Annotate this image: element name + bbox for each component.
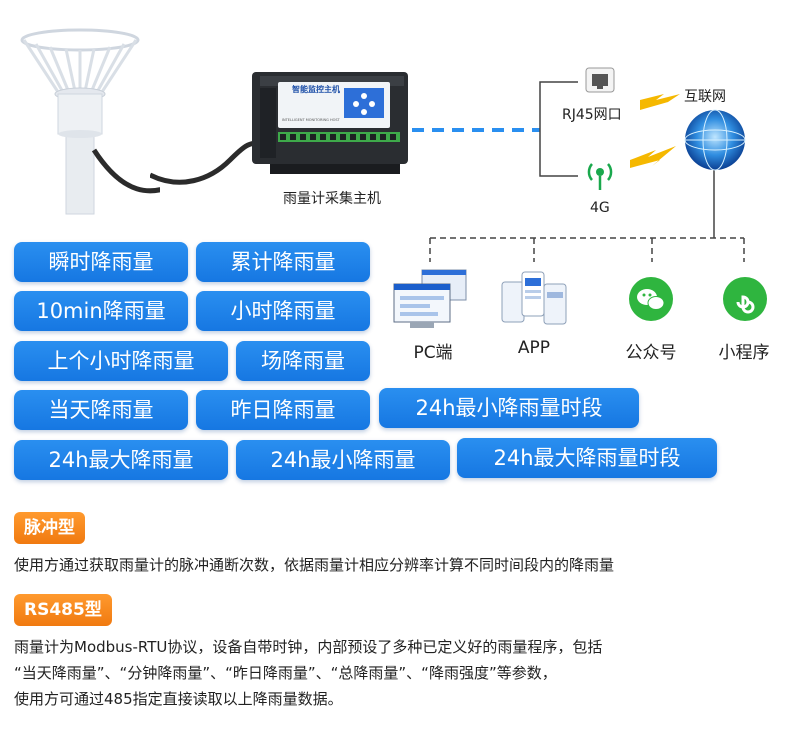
pulse-type-tag: 脉冲型 <box>14 512 85 544</box>
globe-icon <box>684 109 746 171</box>
feature-pill: 上个小时降雨量 <box>14 341 228 381</box>
host-device: 智能监控主机 INTELLIGENT MONITORING HOST <box>250 62 410 182</box>
host-screen-subtitle: INTELLIGENT MONITORING HOST <box>282 118 340 122</box>
signal-4g-icon <box>587 163 613 190</box>
feature-pill: 24h最大降雨量 <box>14 440 228 480</box>
rj45-label: RJ45网口 <box>562 107 622 123</box>
host-caption: 雨量计采集主机 <box>283 191 381 207</box>
feature-pill: 累计降雨量 <box>196 242 370 282</box>
client-pc-label: PC端 <box>413 343 453 363</box>
feature-pill: 当天降雨量 <box>14 390 188 430</box>
client-official-account-label: 公众号 <box>625 343 677 363</box>
rs485-description-line-3: 使用方可通过485指定直接读取以上降雨量数据。 <box>14 690 343 708</box>
gauge-cable <box>150 139 260 185</box>
rain-gauge-image <box>20 28 160 215</box>
host-screen-title: 智能监控主机 <box>292 85 340 94</box>
internet-label: 互联网 <box>684 89 726 105</box>
rs485-type-tag: RS485型 <box>14 594 112 626</box>
feature-pill: 10min降雨量 <box>14 291 188 331</box>
feature-pill: 24h最小降雨量时段 <box>379 388 639 428</box>
rs485-description-line-1: 雨量计为Modbus-RTU协议，设备自带时钟，内部预设了多种已定义好的雨量程序… <box>14 638 603 656</box>
feature-pill: 昨日降雨量 <box>196 390 370 430</box>
4g-label: 4G <box>590 200 610 216</box>
rj45-port-icon <box>585 67 615 93</box>
feature-pill: 小时降雨量 <box>196 291 370 331</box>
client-app-label: APP <box>517 338 551 358</box>
feature-pill: 场降雨量 <box>236 341 370 381</box>
feature-pill: 24h最大降雨量时段 <box>457 438 717 478</box>
feature-pill: 24h最小降雨量 <box>236 440 450 480</box>
app-phones-icon <box>501 271 567 325</box>
pc-screens-icon <box>393 269 467 328</box>
feature-pill: 瞬时降雨量 <box>14 242 188 282</box>
rs485-description-line-2: “当天降雨量”、“分钟降雨量”、“昨日降雨量”、“总降雨量”、“降雨强度”等参数… <box>14 664 557 682</box>
pulse-type-description: 使用方通过获取雨量计的脉冲通断次数，依据雨量计相应分辨率计算不同时间段内的降雨量 <box>14 556 615 574</box>
mini-program-icon <box>723 277 767 321</box>
wechat-official-account-icon <box>629 277 673 321</box>
host-device-image <box>252 72 408 174</box>
client-mini-program-label: 小程序 <box>718 343 770 363</box>
